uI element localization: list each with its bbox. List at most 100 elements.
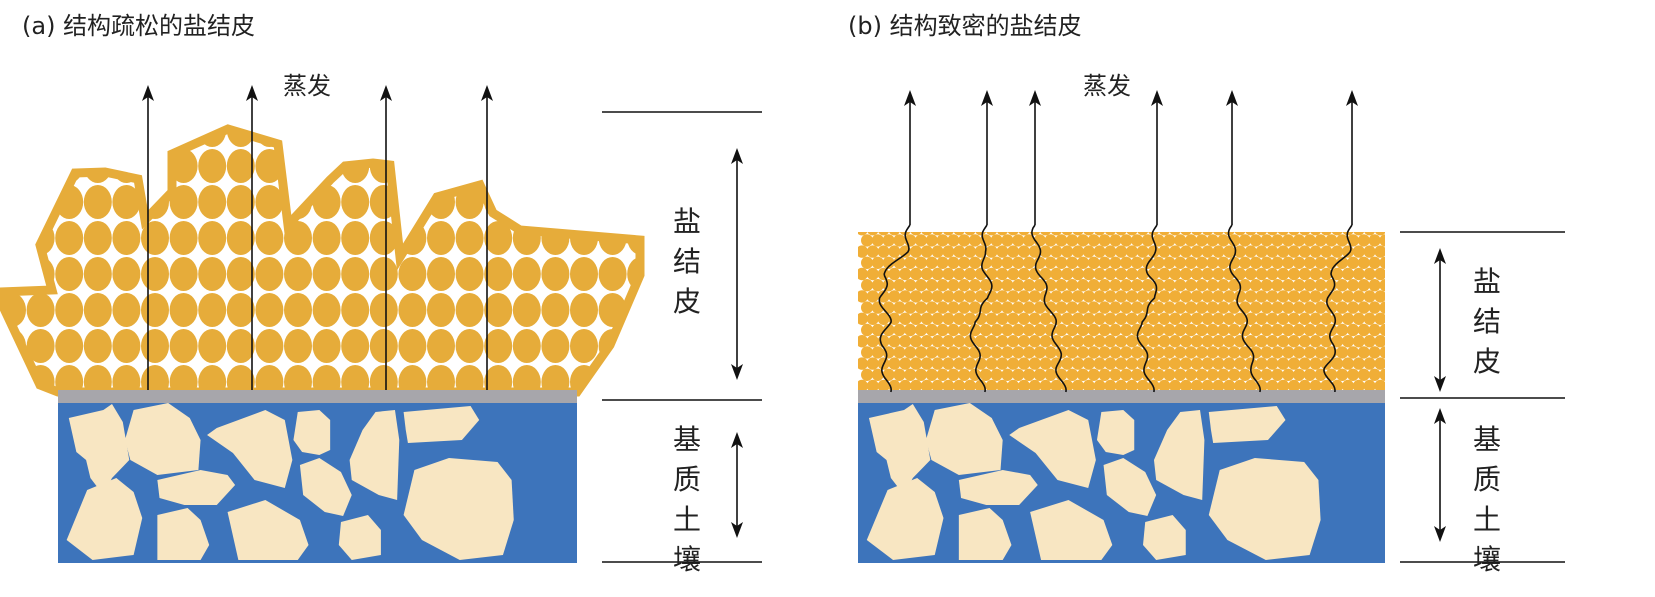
salt-grain (1357, 279, 1370, 292)
salt-grain (904, 368, 917, 381)
salt-grain (1136, 335, 1149, 348)
salt-grain (1260, 301, 1273, 314)
salt-grain (598, 129, 627, 147)
salt-grain (141, 221, 169, 255)
salt-grain (1266, 357, 1279, 370)
salt-grain (1033, 368, 1046, 381)
salt-grain (1012, 346, 1025, 359)
salt-grain (1336, 234, 1349, 247)
salt-grain (1012, 279, 1025, 292)
salt-grain (341, 149, 370, 183)
salt-grain (1136, 245, 1149, 258)
salt-grain (1217, 256, 1230, 269)
salt-grain (1028, 267, 1041, 281)
salt-grain (284, 257, 312, 291)
salt-grain (312, 293, 341, 327)
salt-grain (947, 346, 960, 359)
salt-grain (877, 312, 890, 325)
salt-grain (83, 329, 112, 363)
salt-grain (1163, 301, 1176, 314)
crust-label-a: 盐结皮 (672, 205, 701, 318)
salt-grain (1320, 267, 1333, 281)
salt-grain (1136, 379, 1149, 392)
salt-grain (1018, 357, 1030, 370)
salt-grain (1147, 335, 1160, 348)
salt-grain (1266, 245, 1279, 258)
salt-grain (1374, 335, 1385, 348)
salt-grain (1163, 256, 1176, 269)
salt-grain (947, 301, 960, 314)
salt-grain (1039, 357, 1052, 370)
salt-grain (942, 335, 955, 348)
salt-grain (1223, 379, 1236, 392)
salt-grain (1126, 357, 1138, 370)
salt-grain (1023, 279, 1035, 292)
salt-grain (888, 267, 901, 281)
salt-grain (1174, 323, 1187, 337)
salt-grain (1033, 323, 1046, 337)
salt-grain (1061, 335, 1074, 348)
salt-grain (1206, 301, 1219, 314)
salt-grain (920, 335, 933, 348)
salt-grain (1309, 290, 1322, 303)
salt-grain (1120, 323, 1133, 337)
salt-grain (226, 221, 255, 255)
salt-grain (910, 267, 922, 281)
salt-grain (1050, 267, 1063, 281)
salt-grain (1093, 290, 1106, 303)
salt-grain (953, 245, 966, 258)
salt-grain (1293, 323, 1305, 337)
salt-grain (1120, 234, 1133, 247)
salt-grain (1131, 368, 1143, 381)
salt-grain (920, 267, 933, 281)
salt-grain (1098, 323, 1111, 337)
salt-grain (1174, 368, 1187, 381)
salt-grain (1018, 267, 1030, 281)
soil-particle (124, 403, 201, 475)
salt-grain (1115, 312, 1128, 325)
salt-grain (1352, 267, 1365, 281)
salt-grain (1082, 245, 1095, 258)
salt-grain (974, 357, 987, 370)
salt-grain (1256, 232, 1267, 236)
salt-grain (1001, 346, 1014, 359)
salt-grain (1190, 245, 1203, 258)
salt-grain (1023, 256, 1035, 269)
salt-grain (1195, 301, 1208, 314)
salt-grain (369, 293, 398, 327)
arrowhead-icon (904, 90, 916, 106)
salt-grain (0, 221, 26, 255)
salt-grain (1066, 346, 1079, 359)
salt-grain (1040, 232, 1051, 236)
salt-grain (1282, 301, 1295, 314)
salt-grain (1277, 312, 1290, 325)
salt-grain (627, 129, 640, 147)
salt-grain (1066, 234, 1079, 247)
salt-grain (1109, 301, 1122, 314)
salt-grain (1018, 245, 1030, 258)
salt-grain (398, 293, 427, 327)
salt-grain (1109, 256, 1122, 269)
salt-grain (1299, 232, 1311, 236)
salt-grain (866, 267, 879, 281)
salt-grain (141, 329, 169, 363)
salt-grain (1244, 267, 1257, 281)
salt-grain (1303, 256, 1316, 269)
salt-grain (1044, 323, 1057, 337)
salt-grain (1050, 335, 1063, 348)
salt-grain (899, 312, 912, 325)
salt-grain (341, 329, 370, 363)
salt-grain (1271, 301, 1284, 314)
salt-grain (1320, 290, 1333, 303)
salt-grain (1126, 290, 1138, 303)
salt-grain (1357, 368, 1370, 381)
salt-grain (1271, 234, 1284, 247)
salt-grain (1163, 279, 1176, 292)
salt-grain (541, 293, 570, 327)
salt-grain (198, 257, 227, 291)
salt-grain (866, 357, 879, 370)
salt-grain (226, 293, 255, 327)
salt-grain (341, 257, 370, 291)
salt-grain (1293, 256, 1305, 269)
salt-grain (1158, 357, 1171, 370)
